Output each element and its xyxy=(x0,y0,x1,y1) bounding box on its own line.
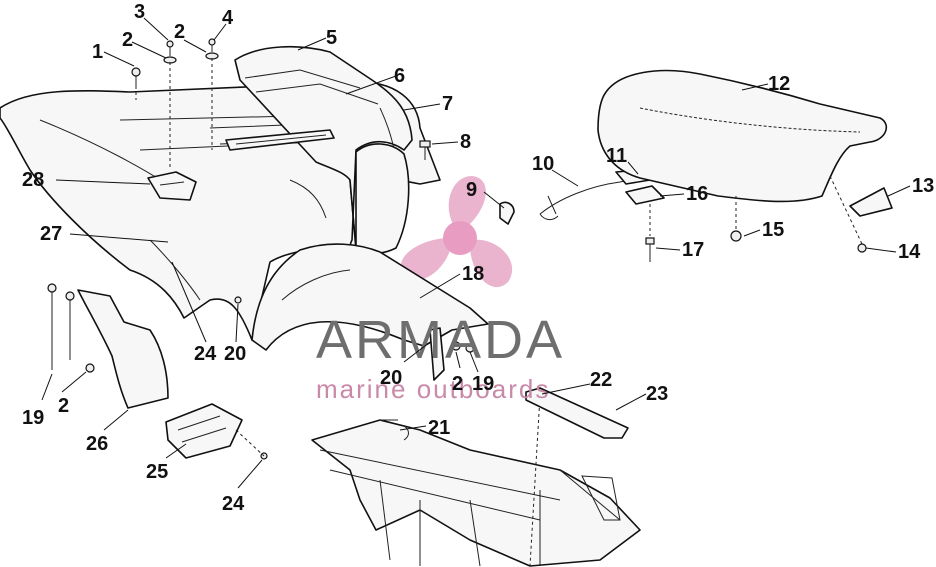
small-hardware xyxy=(47,283,475,460)
propeller-blade-top xyxy=(448,176,486,232)
watermark-logo xyxy=(400,176,513,288)
fender-bracket xyxy=(147,171,197,201)
callout-10: 10 xyxy=(532,153,554,175)
callout-16: 16 xyxy=(686,183,708,205)
callout-15: 15 xyxy=(762,219,784,241)
callout-2: 2 xyxy=(58,395,69,417)
propeller-blade-left xyxy=(400,238,452,280)
callout-22: 22 xyxy=(590,369,612,391)
callout-17: 17 xyxy=(682,239,704,261)
callout-5: 5 xyxy=(326,27,337,49)
callout-4: 4 xyxy=(222,7,234,29)
nut-part-14 xyxy=(857,243,867,253)
callout-23: 23 xyxy=(646,383,668,405)
callout-24: 24 xyxy=(194,343,217,365)
seat xyxy=(597,69,888,203)
callout-1: 1 xyxy=(92,41,103,63)
propeller-hub xyxy=(443,221,477,255)
skid-plate xyxy=(525,387,629,439)
bolt-part-8 xyxy=(419,140,431,160)
callout-14: 14 xyxy=(898,241,921,263)
callout-2: 2 xyxy=(452,373,463,395)
callout-8: 8 xyxy=(460,131,471,153)
callout-13: 13 xyxy=(912,175,934,197)
screw-part-17 xyxy=(645,204,655,262)
nut-part-15 xyxy=(730,196,742,242)
callout-25: 25 xyxy=(146,461,168,483)
leader-lines xyxy=(41,17,911,489)
callout-3: 3 xyxy=(134,1,145,23)
mud-flap xyxy=(77,289,169,409)
rack-strip xyxy=(225,129,335,151)
callout-11: 11 xyxy=(606,145,627,167)
callout-20: 20 xyxy=(224,343,246,365)
watermark-tagline: marine outboards xyxy=(316,374,550,404)
callout-19: 19 xyxy=(22,407,44,429)
callout-7: 7 xyxy=(442,93,453,115)
callout-2: 2 xyxy=(122,29,133,51)
propeller-blade-right xyxy=(470,239,513,288)
callout-9: 9 xyxy=(466,179,477,201)
top-fasteners xyxy=(131,38,219,170)
inner-fender-lip xyxy=(149,239,201,301)
callout-18: 18 xyxy=(462,263,484,285)
seat-cushion xyxy=(597,69,888,203)
callout-24: 24 xyxy=(222,493,245,515)
callout-12: 12 xyxy=(768,73,790,95)
callout-labels: 1 2 3 2 4 5 6 7 8 9 10 11 12 13 14 15 16… xyxy=(22,1,934,515)
frame xyxy=(311,395,641,567)
callout-20: 20 xyxy=(380,367,402,389)
callout-28: 28 xyxy=(22,169,44,191)
callout-6: 6 xyxy=(394,65,405,87)
callout-26: 26 xyxy=(86,433,108,455)
rack-side-panel xyxy=(355,143,410,255)
callout-27: 27 xyxy=(40,223,62,245)
callout-2: 2 xyxy=(174,21,185,43)
watermark-brand: ARMADA xyxy=(316,310,565,370)
callout-19: 19 xyxy=(472,373,494,395)
plate-part-16 xyxy=(625,185,665,205)
front-fender xyxy=(251,243,489,351)
callout-21: 21 xyxy=(428,417,450,439)
rack-top xyxy=(234,46,413,251)
seat-bracket xyxy=(829,175,893,245)
latch-clip xyxy=(499,201,515,225)
